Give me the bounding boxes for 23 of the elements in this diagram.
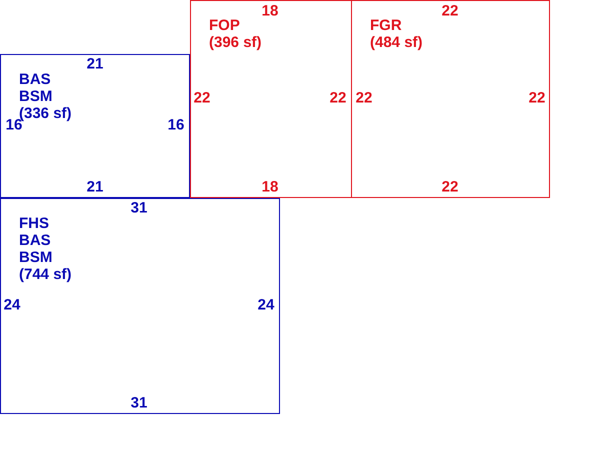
dimension-label: 22 (330, 90, 346, 106)
dimension-label: 31 (130, 394, 148, 412)
room-label: FGR (484 sf) (370, 17, 424, 51)
dimension-label: 22 (356, 90, 372, 106)
dimension-label: 16 (168, 116, 184, 134)
dimension-label: 22 (194, 90, 210, 106)
dimension-label: 24 (4, 296, 20, 314)
room-outline (0, 54, 190, 198)
room-outline (0, 198, 280, 414)
dimension-label: 31 (130, 200, 148, 216)
room-label: FOP (396 sf) (209, 17, 263, 51)
dimension-label: 24 (258, 296, 274, 314)
dimension-label: 21 (86, 178, 104, 196)
dimension-label: 22 (528, 90, 546, 106)
dimension-label: 18 (262, 2, 278, 20)
dimension-label: 21 (86, 56, 104, 72)
dimension-label: 22 (442, 2, 458, 20)
room-outline (190, 0, 352, 198)
room-label: FHS BAS BSM (744 sf) (19, 215, 73, 283)
room-outline (351, 0, 550, 198)
dimension-label: 18 (262, 178, 278, 196)
dimension-label: 22 (442, 178, 458, 196)
room-label: BAS BSM (336 sf) (19, 71, 73, 122)
